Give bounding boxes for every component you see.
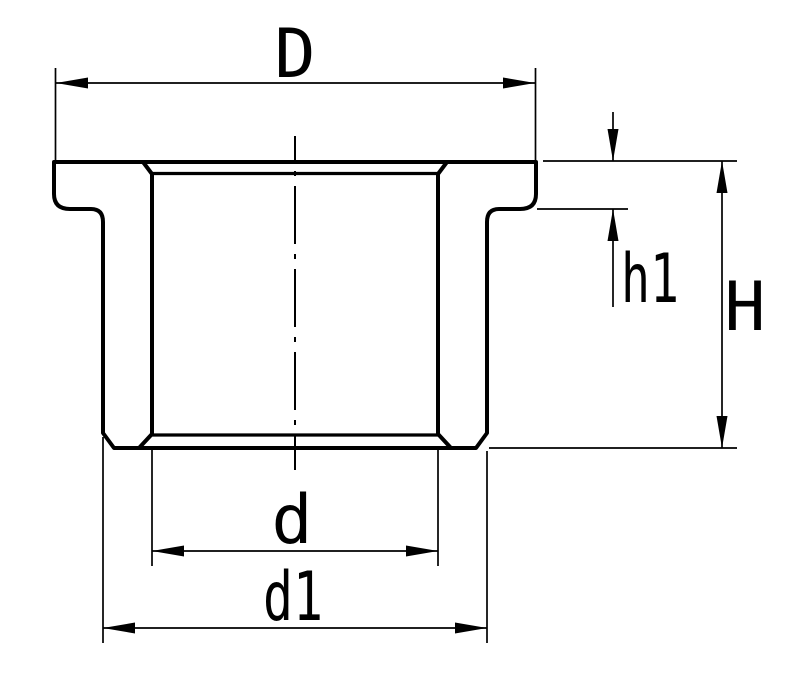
dimension-label-D: D — [275, 15, 316, 94]
dimension-D: D — [54, 15, 537, 160]
dimension-H: H — [489, 160, 766, 449]
dimension-d: d — [151, 450, 439, 566]
dimension-label-d: d — [272, 481, 313, 560]
part-section-right-wall — [436, 160, 538, 450]
arrowhead-right — [406, 545, 438, 557]
arrowhead-left — [103, 622, 135, 634]
arrowhead-left — [56, 77, 88, 89]
dimension-label-d1: d1 — [263, 558, 323, 637]
arrowhead-right — [455, 622, 487, 634]
arrowhead-up — [607, 209, 619, 241]
arrowhead-down — [607, 129, 619, 161]
part-section-left-wall — [52, 160, 154, 450]
dimension-label-H: H — [725, 268, 766, 347]
dimension-h1: h1 — [537, 112, 679, 319]
arrowhead-down — [716, 416, 728, 448]
arrowhead-left — [152, 545, 184, 557]
arrowhead-up — [716, 161, 728, 193]
dimension-label-h1: h1 — [621, 240, 679, 319]
dimension-d1: d1 — [102, 437, 488, 643]
arrowhead-right — [503, 77, 535, 89]
